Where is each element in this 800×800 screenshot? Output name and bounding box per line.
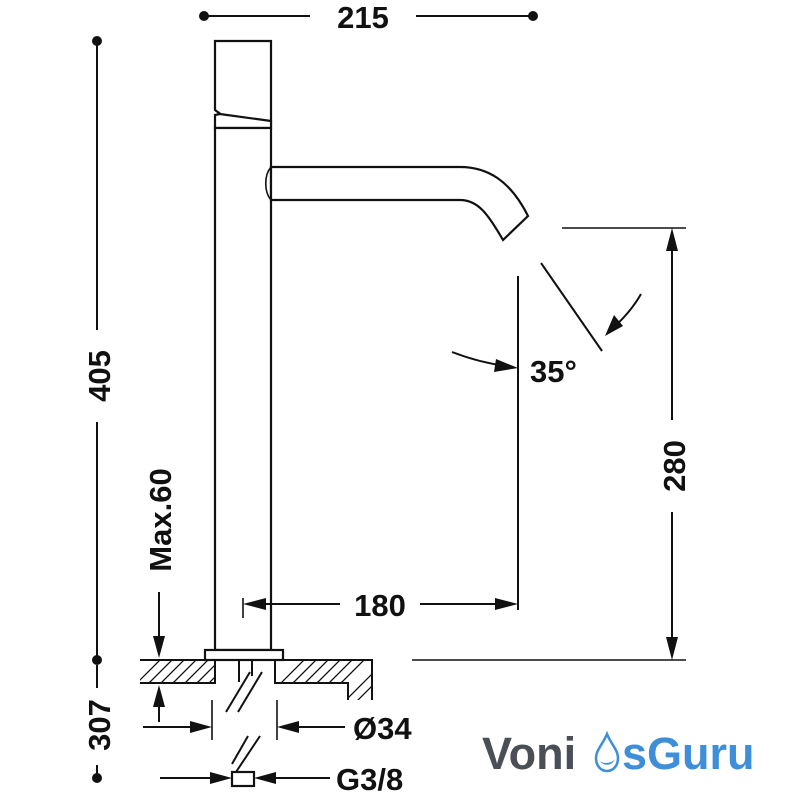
spout-height-label: 280 bbox=[657, 440, 692, 492]
handle-collar bbox=[213, 112, 273, 130]
base-flange bbox=[203, 648, 285, 662]
thread-dimension: G3/8 bbox=[160, 762, 403, 797]
spout-height-dimension: 280 bbox=[412, 227, 692, 661]
water-drop-icon bbox=[594, 730, 620, 773]
counter-thickness-dimension: Max.60 bbox=[143, 468, 178, 722]
lever-handle bbox=[213, 39, 273, 127]
dimension-dot bbox=[92, 773, 102, 783]
width-dimension: 215 bbox=[199, 0, 538, 35]
dimension-dot bbox=[199, 11, 209, 21]
vonios-guru-logo: Voni sGuru bbox=[482, 728, 755, 779]
hole-diameter-dimension: Ø34 bbox=[143, 700, 412, 746]
faucet-body bbox=[203, 39, 530, 662]
thread-label: G3/8 bbox=[336, 762, 403, 797]
spout bbox=[269, 165, 530, 242]
dimension-dot bbox=[92, 655, 102, 665]
hose-connector bbox=[230, 770, 256, 788]
supply-hose bbox=[225, 660, 263, 788]
spray-angle-label: 35° bbox=[530, 354, 577, 389]
faucet-column bbox=[213, 126, 273, 652]
width-label: 215 bbox=[337, 0, 389, 35]
below-counter-label: 307 bbox=[82, 699, 117, 751]
height-label: 405 bbox=[82, 350, 117, 402]
logo-text-right: sGuru bbox=[622, 728, 755, 779]
spray-angle-dimension: 35° bbox=[451, 262, 642, 389]
height-dimension: 405 307 bbox=[82, 36, 117, 783]
dimension-dot bbox=[528, 11, 538, 21]
reach-dimension: 180 bbox=[242, 276, 519, 623]
reach-label: 180 bbox=[354, 588, 406, 623]
max-thickness-label: Max.60 bbox=[143, 468, 178, 571]
hole-diameter-label: Ø34 bbox=[353, 711, 412, 746]
logo-text-left: Voni bbox=[482, 728, 576, 779]
spout-joint bbox=[264, 166, 272, 201]
